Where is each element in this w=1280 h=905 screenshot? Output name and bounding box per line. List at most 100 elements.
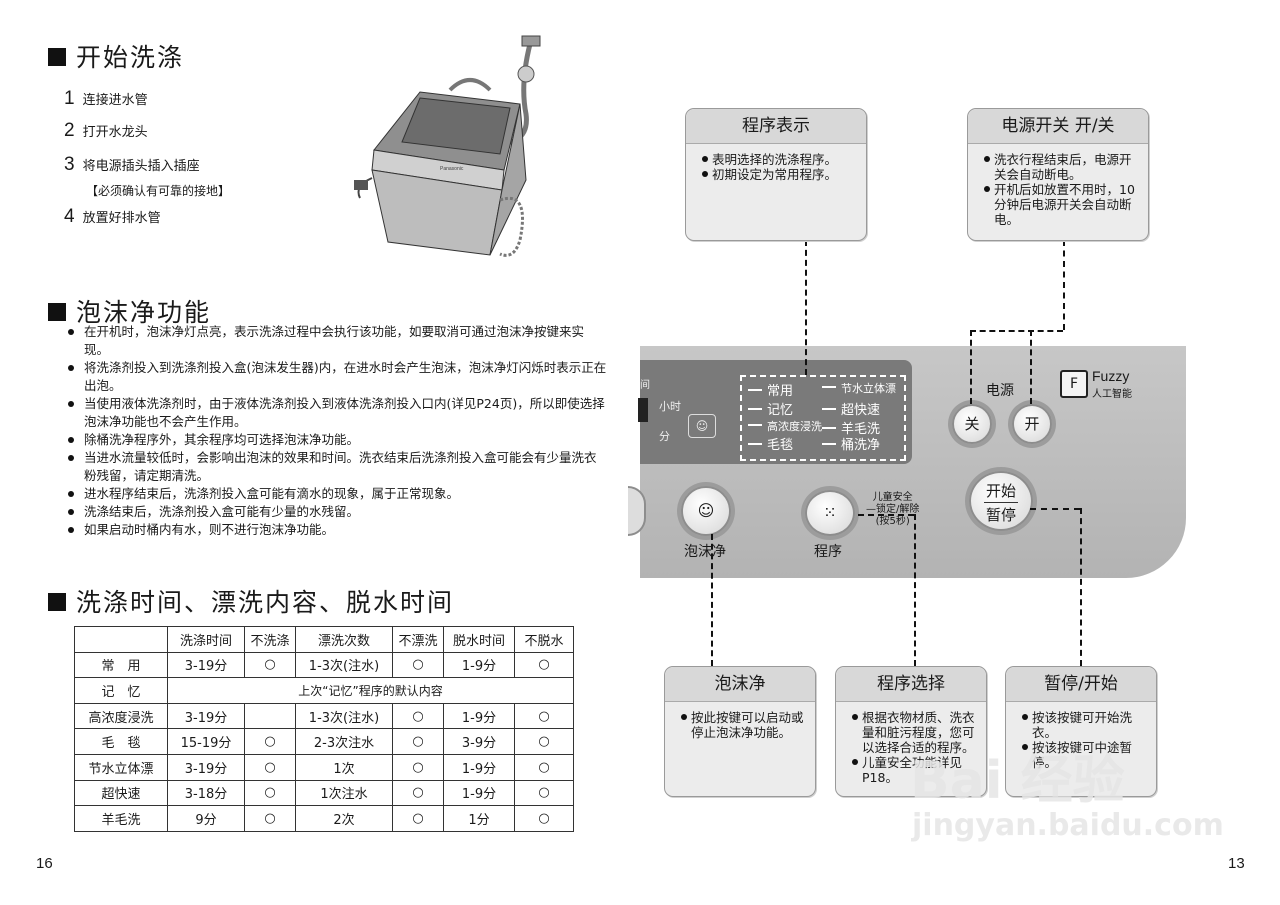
table-cell: 1-9分 xyxy=(443,702,515,730)
step-3-note: 【必须确认有可靠的接地】 xyxy=(86,184,231,198)
list-item: 将洗涤剂投入到洗涤剂投入盒(泡沫发生器)内，在进水时会产生泡沫，泡沫净灯闪烁时表… xyxy=(68,359,608,395)
list-item: 洗涤结束后，洗涤剂投入盒可能有少量的水残留。 xyxy=(68,503,608,521)
table-row: 节水立体漂 3-19分 ○ 1次 ○ 1-9分 ○ xyxy=(74,753,574,781)
list-item: 按此按键可以启动或停止泡沫净功能。 xyxy=(681,710,809,740)
table-row: 常 用 3-19分 ○ 1-3次(注水) ○ 1-9分 ○ xyxy=(74,651,574,679)
table-cell: 3-18分 xyxy=(167,779,245,807)
list-item: 当使用液体洗涤剂时，由于液体洗涤剂投入到液体洗涤剂投入口内(详见P24页)，所以… xyxy=(68,395,608,431)
list-item: 进水程序结束后，洗涤剂投入盒可能有滴水的现象，属于正常现象。 xyxy=(68,485,608,503)
table-cell: 1次 xyxy=(295,753,393,781)
table-cell: ○ xyxy=(514,651,574,679)
program-button[interactable]: ⁙ xyxy=(805,490,855,536)
table-header-cell: 不漂洗 xyxy=(392,626,444,653)
table-cell: 超快速 xyxy=(74,779,168,807)
program-indicator: 毛毯 xyxy=(748,434,793,453)
list-item: 初期设定为常用程序。 xyxy=(702,167,860,182)
table-cell: ○ xyxy=(392,753,444,781)
fuzzy-logo-icon: F xyxy=(1060,370,1088,398)
leader-line xyxy=(805,240,807,375)
foam-bullet-list: 在开机时，泡沫净灯点亮，表示洗涤过程中会执行该功能，如要取消可通过泡沫净按键来实… xyxy=(68,323,608,539)
leader-line xyxy=(711,534,713,666)
list-item: 根据衣物材质、洗衣量和脏污程度，您可以选择合适的程序。 xyxy=(852,710,980,755)
table-cell: ○ xyxy=(392,728,444,755)
display-min-label: 分 xyxy=(659,430,670,443)
callout-pause-start: 暂停/开始 按该按键可开始洗衣。按该按键可中途暂停。 xyxy=(1005,666,1157,797)
table-cell: 常 用 xyxy=(74,651,168,679)
program-indicator: 羊毛洗 xyxy=(822,418,880,437)
brand-logo: Panasonic xyxy=(440,166,464,172)
watermark-url: jingyan.baidu.com xyxy=(912,808,1224,843)
table-cell: 2次 xyxy=(295,805,393,832)
list-item: 表明选择的洗涤程序。 xyxy=(702,152,860,167)
table-cell: ○ xyxy=(244,728,296,755)
table-row: 高浓度浸洗 3-19分 1-3次(注水) ○ 1-9分 ○ xyxy=(74,702,574,730)
table-cell: 节水立体漂 xyxy=(74,753,168,781)
table-cell: ○ xyxy=(244,651,296,679)
foam-button-label: 泡沫净 xyxy=(684,544,726,560)
list-item: 按该按键可开始洗衣。 xyxy=(1022,710,1150,740)
leader-line xyxy=(914,514,916,666)
table-cell: 1-3次(注水) xyxy=(295,702,393,730)
list-item: 当进水流量较低时，会影响出泡沫的效果和时间。洗衣结束后洗涤剂投入盒可能会有少量洗… xyxy=(68,449,608,485)
table-cell: ○ xyxy=(514,702,574,730)
foam-indicator-icon: ☺ xyxy=(688,414,716,438)
table-cell: ○ xyxy=(514,728,574,755)
list-item: 如果启动时桶内有水，则不进行泡沫净功能。 xyxy=(68,521,608,539)
power-off-button[interactable]: 关 xyxy=(952,404,992,444)
callout-title: 程序选择 xyxy=(836,667,986,702)
child-lock-note: 儿童安全 —锁定/解除 (按5秒) xyxy=(866,492,920,527)
table-cell: 3-19分 xyxy=(167,651,245,679)
section-title-foam: 泡沫净功能 xyxy=(48,293,211,329)
table-header-cell: 洗涤时间 xyxy=(167,626,245,653)
page-number-left: 16 xyxy=(36,855,53,872)
program-indicator: 超快速 xyxy=(822,399,880,418)
leader-line xyxy=(970,330,1063,332)
leader-line xyxy=(1030,508,1080,510)
table-cell: 1-9分 xyxy=(443,651,515,679)
washing-machine-illustration: Panasonic xyxy=(354,35,541,257)
leader-line xyxy=(1080,508,1082,666)
table-cell: 2-3次注水 xyxy=(295,728,393,755)
table-cell: 记 忆 xyxy=(74,677,168,704)
fuzzy-text: Fuzzy xyxy=(1092,368,1130,384)
list-item: 洗衣行程结束后，电源开关会自动断电。 xyxy=(984,152,1142,182)
list-item: 在开机时，泡沫净灯点亮，表示洗涤过程中会执行该功能，如要取消可通过泡沫净按键来实… xyxy=(68,323,608,359)
callout-program-display: 程序表示 表明选择的洗涤程序。初期设定为常用程序。 xyxy=(685,108,867,241)
table-cell: ○ xyxy=(392,779,444,807)
start-pause-button[interactable]: 开始 暂停 xyxy=(969,471,1033,531)
wash-time-table: 洗涤时间 不洗涤 漂洗次数 不漂洗 脱水时间 不脱水 常 用 3-19分 ○ 1… xyxy=(74,626,574,832)
table-cell: 1-9分 xyxy=(443,753,515,781)
page-number-right: 13 xyxy=(1228,855,1245,872)
table-cell: 9分 xyxy=(167,805,245,832)
leader-line xyxy=(1063,240,1065,330)
program-button-label: 程序 xyxy=(814,544,842,560)
table-header-cell: 不洗涤 xyxy=(244,626,296,653)
foam-button[interactable]: ☺ xyxy=(681,486,731,536)
table-cell: 羊毛洗 xyxy=(74,805,168,832)
table-row: 毛 毯 15-19分 ○ 2-3次注水 ○ 3-9分 ○ xyxy=(74,728,574,755)
table-cell: 3-9分 xyxy=(443,728,515,755)
table-header-cell: 漂洗次数 xyxy=(295,626,393,653)
program-display-list xyxy=(740,375,906,461)
table-header-cell: 脱水时间 xyxy=(443,626,515,653)
table-cell: ○ xyxy=(244,805,296,832)
table-cell: 1分 xyxy=(443,805,515,832)
table-cell: ○ xyxy=(514,753,574,781)
table-header-cell xyxy=(74,626,168,653)
section-title-start-wash: 开始洗涤 xyxy=(48,38,184,74)
table-cell: ○ xyxy=(392,805,444,832)
table-cell-merged: 上次“记忆”程序的默认内容 xyxy=(167,677,574,704)
program-indicator: 高浓度浸洗 xyxy=(748,418,822,434)
program-indicator: 常用 xyxy=(748,380,793,399)
table-cell: ○ xyxy=(514,805,574,832)
table-cell xyxy=(244,702,296,730)
power-on-button[interactable]: 开 xyxy=(1012,404,1052,444)
table-cell: 3-19分 xyxy=(167,753,245,781)
table-cell: 1-3次(注水) xyxy=(295,651,393,679)
callout-title: 电源开关 开/关 xyxy=(968,109,1148,144)
list-item: 儿童安全功能详见P18。 xyxy=(852,755,980,785)
table-cell: ○ xyxy=(392,702,444,730)
